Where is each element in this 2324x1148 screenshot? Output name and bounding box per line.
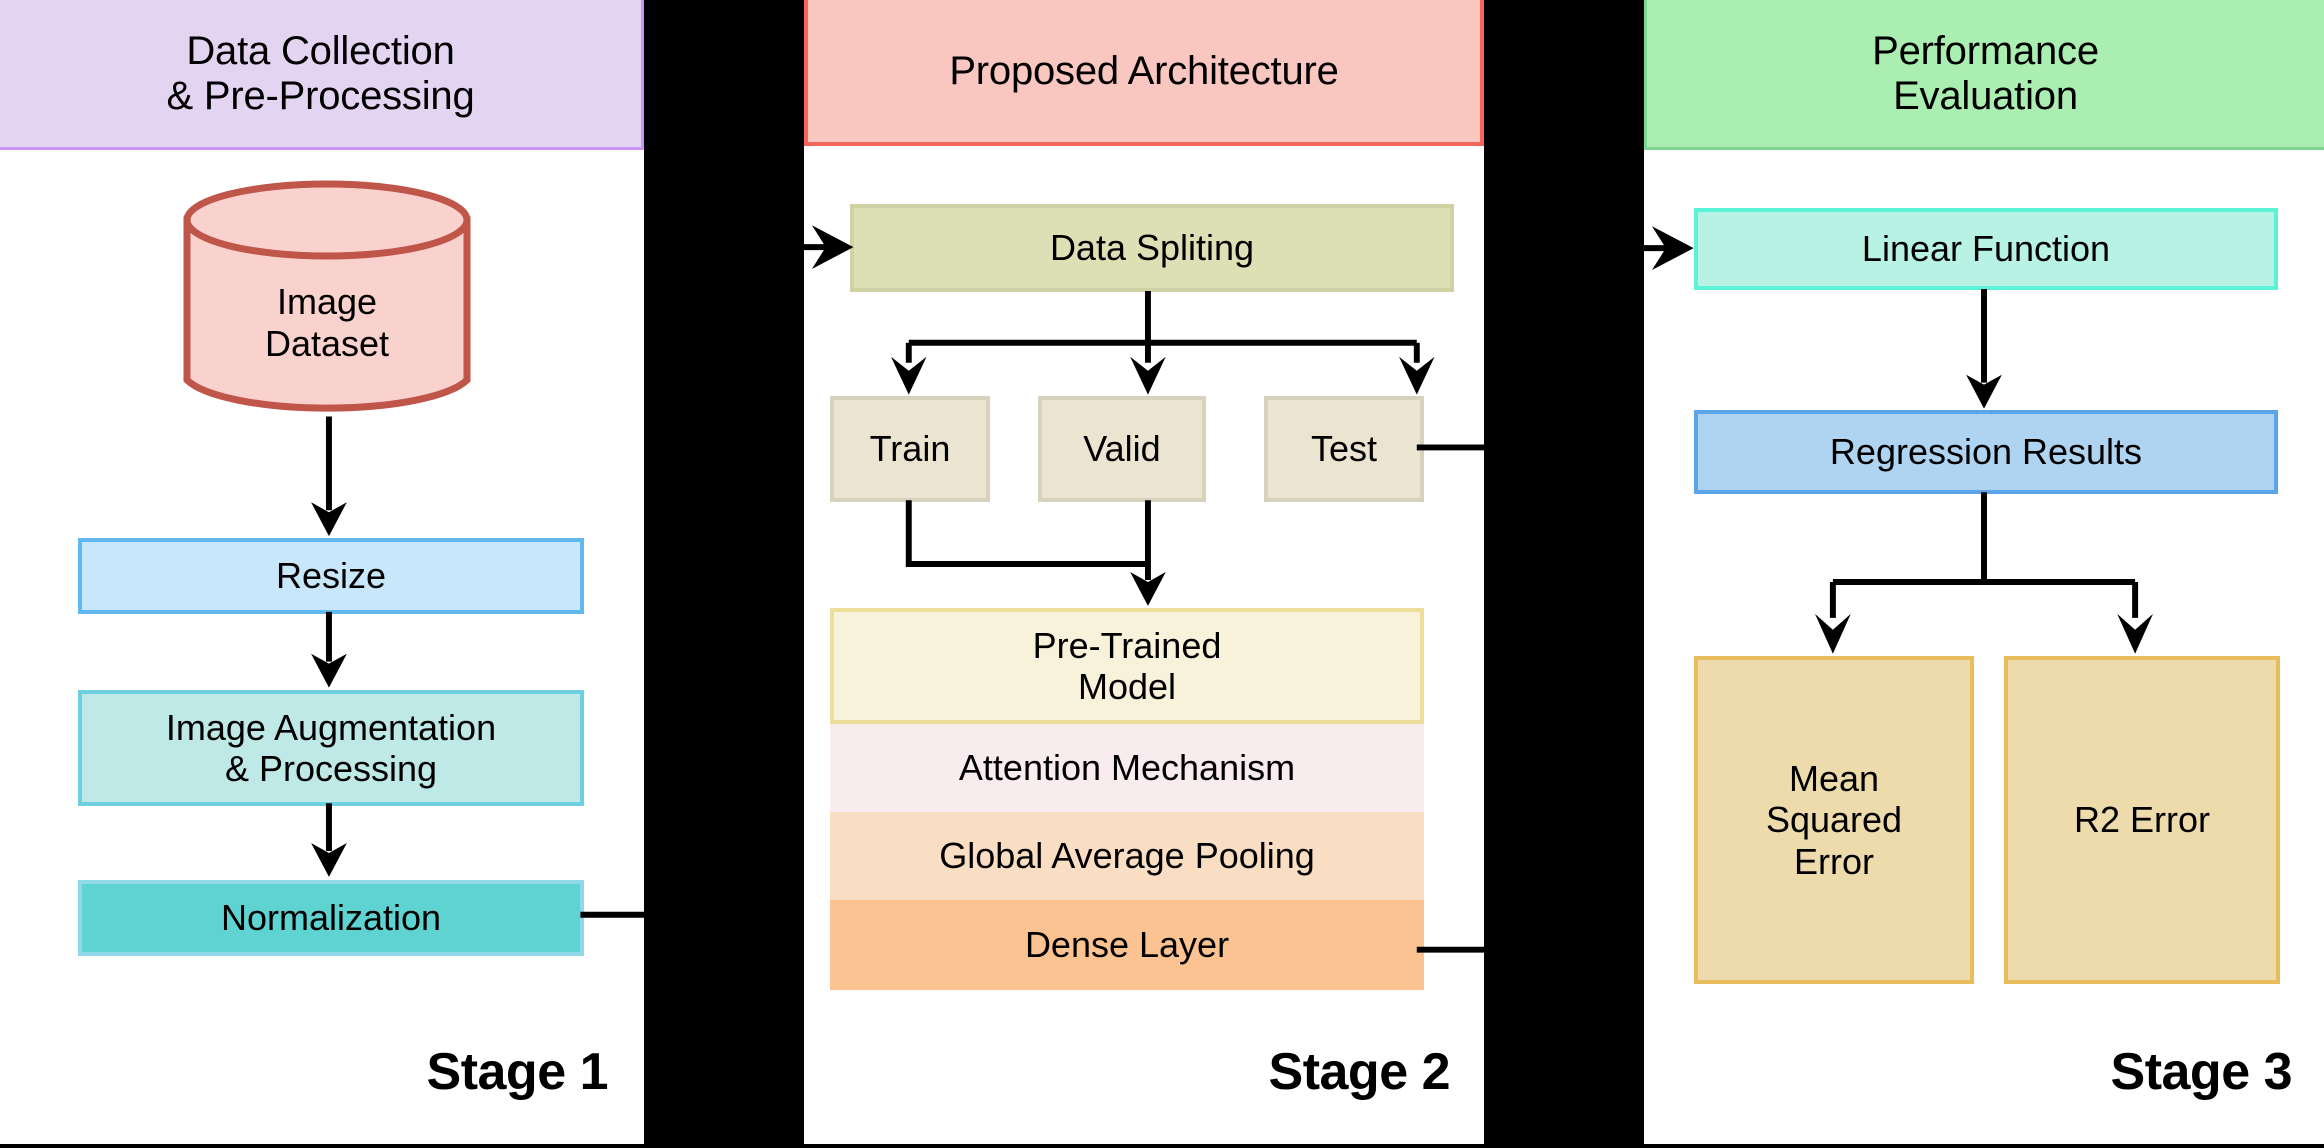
node-dense-layer-label: Dense Layer <box>1024 924 1230 966</box>
node-resize-label: Resize <box>275 555 387 597</box>
arrowhead-dataset-resize <box>311 502 347 537</box>
stage-1-header-line-1: Data Collection <box>186 28 455 73</box>
node-test[interactable]: Test <box>1264 396 1424 502</box>
node-regression-results-label: Regression Results <box>1829 431 2143 473</box>
arrowhead-enter-data-splitting <box>811 225 854 270</box>
node-mean-squared-error-line-3: Error <box>1794 840 1874 882</box>
node-data-splitting-label: Data Spliting <box>1049 227 1255 269</box>
node-image-dataset-label: Image Dataset <box>265 235 389 365</box>
stage-3-label: Stage 3 <box>2110 1043 2293 1101</box>
node-dense-layer[interactable]: Dense Layer <box>830 900 1424 990</box>
node-global-average-pooling-label: Global Average Pooling <box>939 835 1315 877</box>
node-data-splitting[interactable]: Data Spliting <box>850 204 1454 292</box>
arrowhead-model <box>1130 572 1166 606</box>
stage-2-header: Proposed Architecture <box>804 0 1484 146</box>
image-dataset-line-1: Image <box>276 281 378 323</box>
node-valid-label: Valid <box>1083 428 1161 470</box>
node-pre-trained-model[interactable]: Pre-Trained Model <box>830 608 1424 724</box>
node-image-augmentation-line-2: & Processing <box>224 748 438 789</box>
arrowhead-regression <box>1966 374 2002 409</box>
arrowhead-augmentation-normalization <box>311 843 347 877</box>
node-test-label: Test <box>1310 428 1378 470</box>
node-train[interactable]: Train <box>830 396 990 502</box>
node-r2-error[interactable]: R2 Error <box>2004 656 2280 984</box>
node-attention-mechanism-label: Attention Mechanism <box>958 747 1296 789</box>
bridge-stage1-stage2 <box>648 915 800 921</box>
stage-1-label: Stage 1 <box>426 1043 609 1101</box>
stage-2-panel: Proposed Architecture Data Spliting Trai… <box>800 0 1488 1148</box>
node-mean-squared-error-line-1: Mean <box>1788 758 1880 800</box>
edge-train-merge <box>905 500 1148 568</box>
arrowhead-valid <box>1130 356 1166 395</box>
node-image-augmentation[interactable]: Image Augmentation & Processing <box>78 690 584 806</box>
node-linear-function[interactable]: Linear Function <box>1694 208 2278 290</box>
node-image-dataset[interactable]: Image Dataset <box>182 180 472 420</box>
stage-2-label: Stage 2 <box>1268 1043 1451 1101</box>
bridge-stage2-stage3 <box>1488 446 1640 956</box>
arrowhead-train <box>890 356 927 395</box>
node-image-augmentation-line-1: Image Augmentation <box>165 706 497 748</box>
node-resize[interactable]: Resize <box>78 538 584 614</box>
arrowhead-enter-linear-function <box>1651 226 1694 271</box>
stage-3-header-line-1: Performance <box>1872 28 2099 73</box>
stage-1-header: Data Collection & Pre-Processing <box>0 0 644 150</box>
node-normalization[interactable]: Normalization <box>78 880 584 956</box>
node-valid[interactable]: Valid <box>1038 396 1206 502</box>
arrowhead-mean-squared-error <box>1814 613 1851 654</box>
node-pre-trained-model-line-2: Model <box>1077 666 1177 707</box>
arrowhead-r2-error <box>2117 613 2154 654</box>
stage-3-header: Performance Evaluation <box>1644 0 2324 150</box>
node-normalization-label: Normalization <box>220 897 442 939</box>
node-mean-squared-error-line-2: Squared <box>1765 799 1903 841</box>
node-attention-mechanism[interactable]: Attention Mechanism <box>830 724 1424 812</box>
node-mean-squared-error[interactable]: Mean Squared Error <box>1694 656 1974 984</box>
stage-1-panel: Data Collection & Pre-Processing Image D… <box>0 0 648 1148</box>
stage-1-header-line-2: & Pre-Processing <box>166 73 475 118</box>
stage-3-header-line-2: Evaluation <box>1893 73 2078 118</box>
stage-3-panel: Performance Evaluation Linear Function R… <box>1640 0 2324 1148</box>
cylinder-shape <box>183 180 471 412</box>
node-global-average-pooling[interactable]: Global Average Pooling <box>830 812 1424 900</box>
arrowhead-test <box>1399 356 1435 395</box>
node-pre-trained-model-line-1: Pre-Trained <box>1032 624 1222 666</box>
node-train-label: Train <box>869 428 951 470</box>
image-dataset-line-2: Dataset <box>264 323 390 364</box>
model-stack: Pre-Trained Model Attention Mechanism Gl… <box>830 608 1424 998</box>
node-regression-results[interactable]: Regression Results <box>1694 410 2278 494</box>
arrowhead-resize-augmentation <box>311 653 347 688</box>
node-linear-function-label: Linear Function <box>1861 228 2111 270</box>
node-r2-error-label: R2 Error <box>2073 799 2211 841</box>
stage-2-header-line-1: Proposed Architecture <box>949 48 1339 93</box>
